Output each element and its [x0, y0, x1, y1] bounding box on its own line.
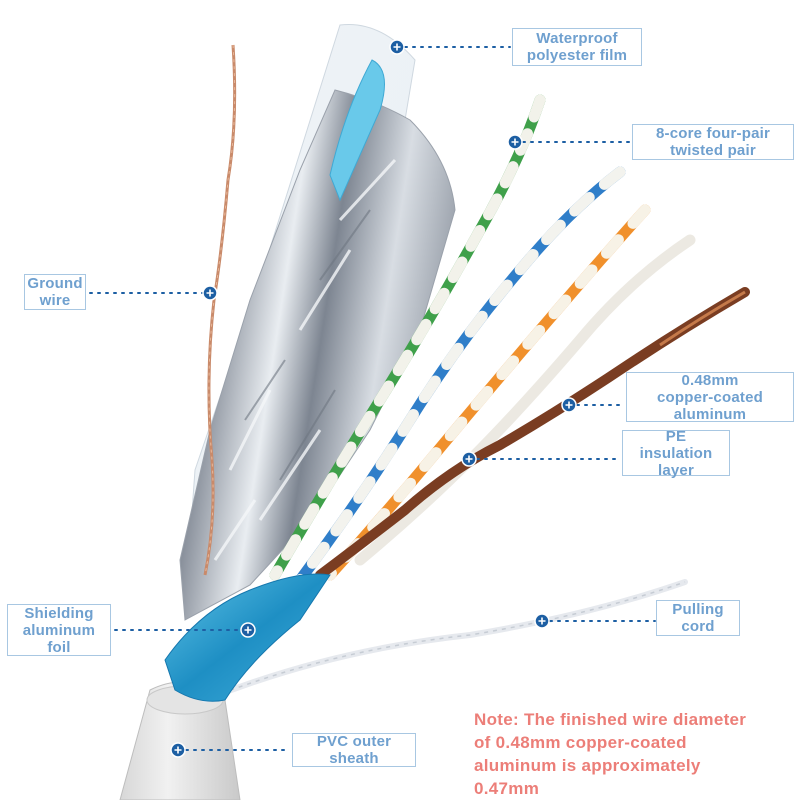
label-line: PE: [665, 427, 687, 445]
label-line: cord: [681, 618, 715, 635]
label-line: wire: [39, 292, 71, 309]
note-line: 0.47mm: [474, 779, 540, 798]
label-line: Pulling: [672, 601, 724, 618]
brown-wire: [315, 287, 750, 580]
label-line: twisted pair: [670, 142, 756, 159]
label-pvc-outer-sheath: PVC outer sheath: [292, 733, 416, 767]
white-brown-wire: [354, 234, 696, 566]
orange-twisted-pair: [324, 204, 651, 581]
marker-twisted-pair: [507, 134, 523, 150]
note-line: of 0.48mm copper-coated: [474, 733, 687, 752]
label-pe-insulation-layer: PE insulation layer: [622, 427, 730, 479]
label-line: 0.48mm: [681, 371, 739, 389]
aluminum-foil: [179, 89, 456, 621]
label-line: aluminum: [22, 621, 96, 639]
label-line: 8-core four-pair: [655, 125, 771, 142]
label-waterproof-polyester-film: Waterproof polyester film: [512, 28, 642, 66]
label-line: aluminum: [673, 405, 747, 423]
label-line: polyester film: [526, 47, 628, 64]
marker-waterproof: [389, 39, 405, 55]
marker-pvc-sheath: [170, 742, 186, 758]
label-line: PVC outer: [316, 733, 392, 750]
marker-pe-insulation: [461, 451, 477, 467]
label-shielding-aluminum-foil: Shielding aluminum foil: [7, 604, 111, 656]
label-line: foil: [47, 638, 71, 656]
marker-copper-coated: [561, 397, 577, 413]
blue-film-strip: [329, 59, 385, 202]
note-line: Note: The finished wire diameter: [474, 710, 747, 729]
label-line: sheath: [329, 750, 379, 767]
label-line: insulation: [639, 444, 713, 462]
label-line: Ground: [27, 275, 83, 292]
ground-wire: [203, 44, 237, 576]
marker-pulling-cord: [534, 613, 550, 629]
label-ground-wire: Ground wire: [24, 274, 86, 310]
label-line: layer: [657, 461, 695, 479]
note-line: aluminum is approximately: [474, 756, 701, 775]
label-twisted-pair: 8-core four-pair twisted pair: [632, 124, 794, 160]
leader-lines: [89, 46, 656, 751]
blue-twisted-pair: [294, 166, 626, 586]
label-line: copper-coated: [657, 388, 763, 406]
label-pulling-cord: Pulling cord: [656, 600, 740, 636]
label-line: Waterproof: [536, 30, 618, 47]
diameter-note: Note: The finished wire diameter of 0.48…: [474, 708, 794, 800]
marker-shielding: [240, 622, 256, 638]
label-copper-coated-aluminum: 0.48mm copper-coated aluminum: [626, 371, 794, 423]
label-line: Shielding: [24, 604, 94, 622]
green-twisted-pair: [269, 94, 546, 581]
pulling-cord: [202, 579, 688, 703]
marker-ground-wire: [202, 285, 218, 301]
